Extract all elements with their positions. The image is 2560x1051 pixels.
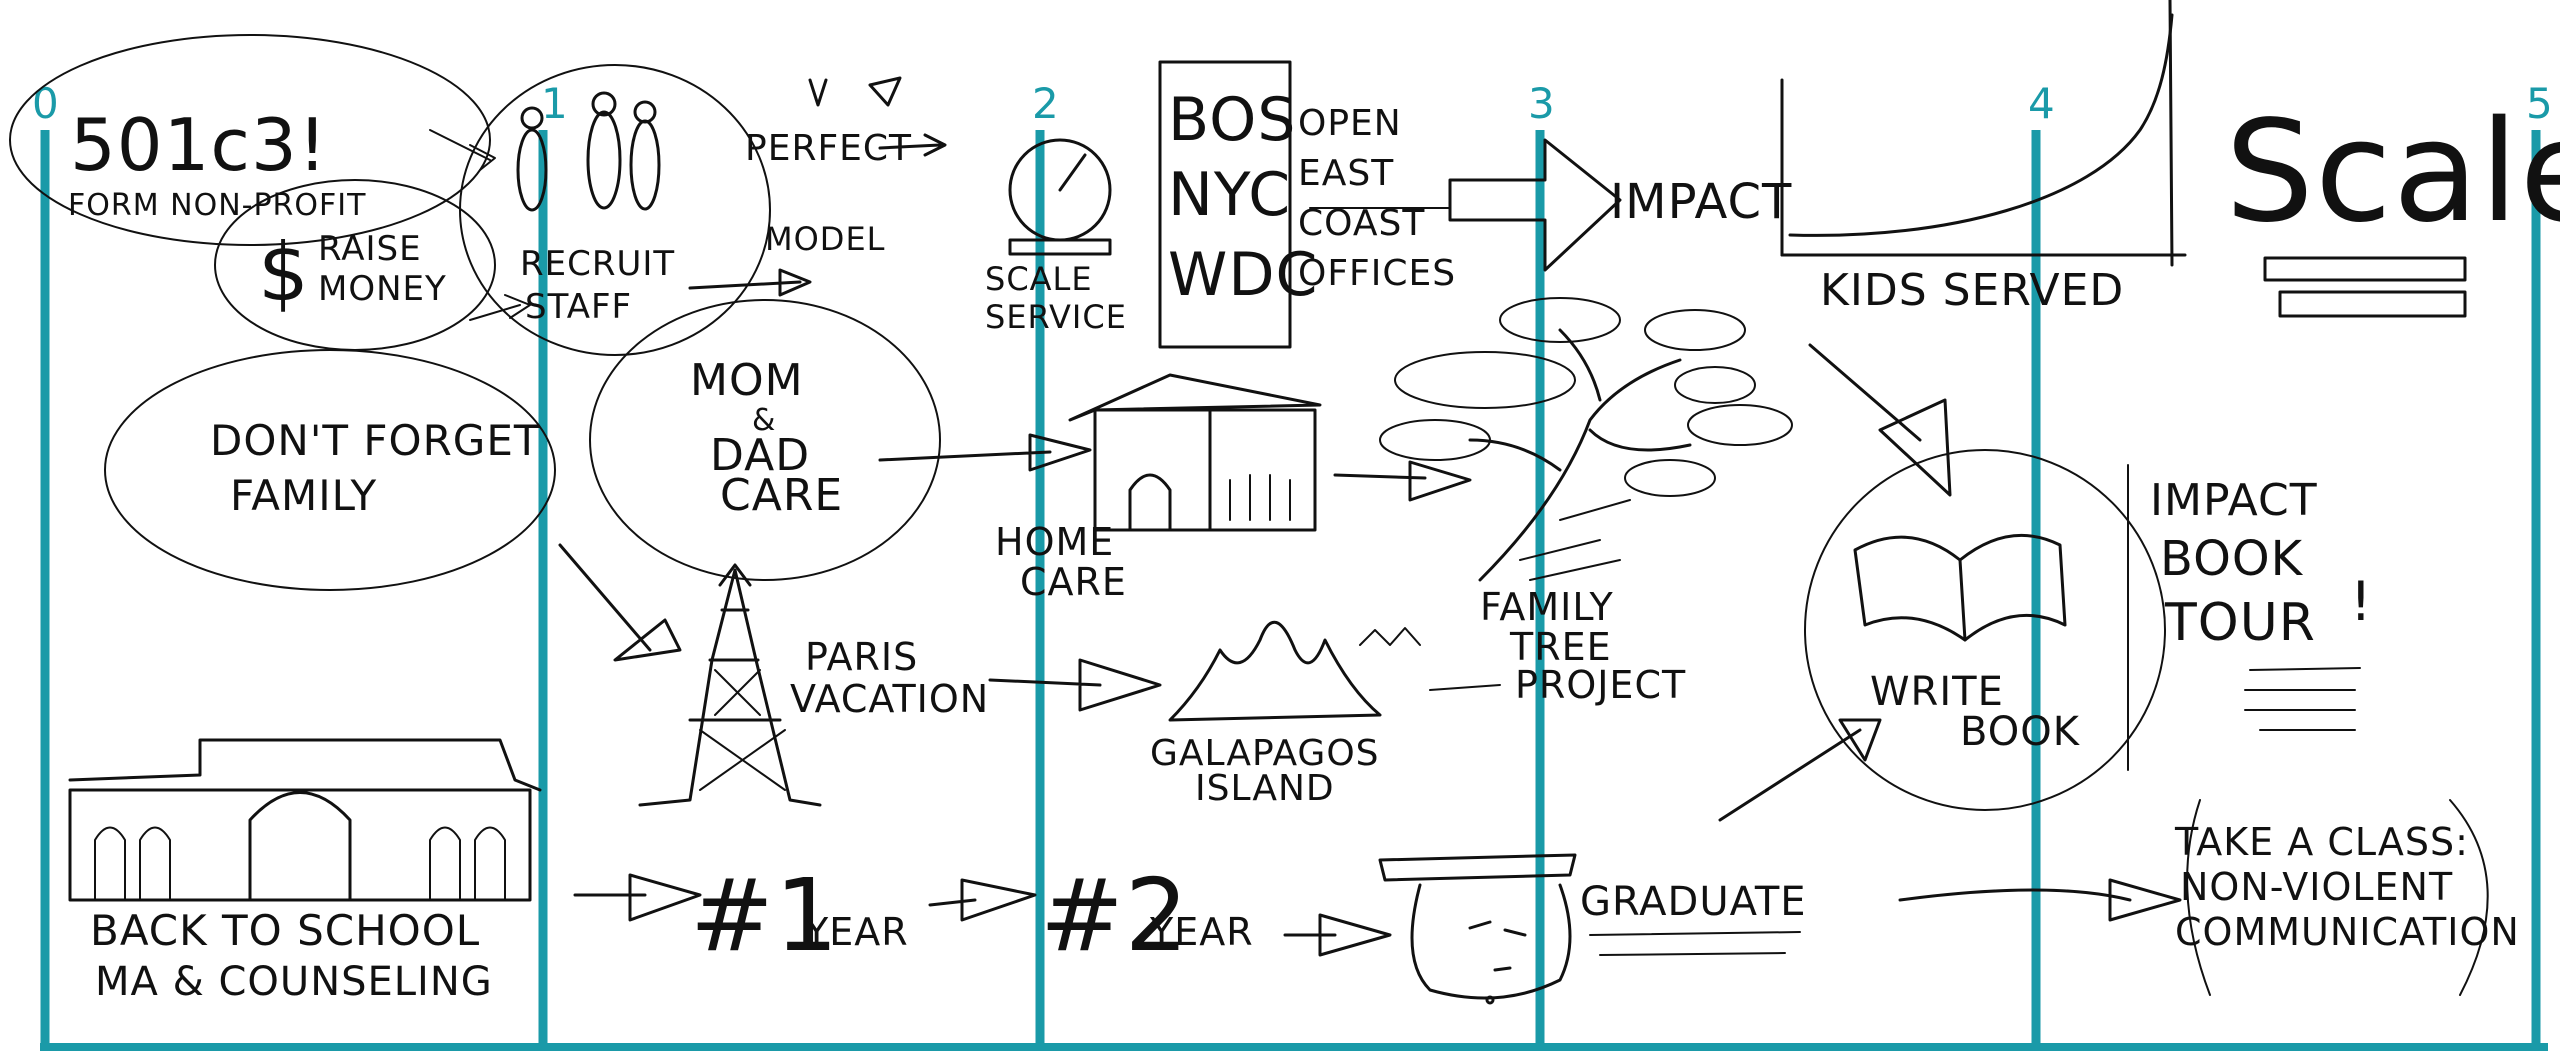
mom-dad-care-group: MOM & DAD CARE <box>590 300 940 580</box>
class-line-2: NON-VIOLENT <box>2180 865 2453 909</box>
city-nyc: NYC <box>1168 160 1291 230</box>
book-tour-line-2: BOOK <box>2160 531 2304 587</box>
arrow-icon <box>575 875 700 920</box>
recruit-staff-line-1: RECRUIT <box>520 244 675 284</box>
city-bos: BOS <box>1168 85 1296 155</box>
class-line-1: TAKE A CLASS: <box>2174 820 2469 864</box>
kids-served-label: KIDS SERVED <box>1820 265 2124 316</box>
city-wdc: WDC <box>1168 240 1318 310</box>
paris-vacation-line-1: PARIS <box>805 635 918 679</box>
arrow-icon <box>1335 462 1470 500</box>
scale-group: Scale <box>2225 91 2560 316</box>
class-line-3: COMMUNICATION <box>2175 910 2520 954</box>
class-group: TAKE A CLASS: NON-VIOLENT COMMUNICATION <box>2174 800 2520 995</box>
paris-vacation-line-2: VACATION <box>790 677 989 721</box>
tree-icon <box>1380 298 1792 580</box>
cities-group: BOS NYC WDC OPEN EAST COAST OFFICES <box>1160 62 1456 347</box>
growth-curve <box>1790 15 2172 235</box>
book-tour-group: IMPACT BOOK TOUR ! <box>2128 465 2373 770</box>
scale-underline <box>2265 258 2465 280</box>
back-to-school-line-1: BACK TO SCHOOL <box>90 906 480 955</box>
paris-vacation-group: PARIS VACATION <box>560 545 989 805</box>
galapagos-group: GALAPAGOS ISLAND <box>990 622 1500 809</box>
back-to-school-group: BACK TO SCHOOL MA & COUNSELING <box>70 740 540 1005</box>
home-care-group: HOME CARE <box>880 375 1320 604</box>
family-tree-line-3: PROJECT <box>1515 663 1686 707</box>
recruit-staff-line-2: STAFF <box>525 287 632 327</box>
school-building-icon <box>70 740 540 900</box>
kids-served-chart: KIDS SERVED <box>1782 0 2185 316</box>
mom-dad-care-line-4: CARE <box>720 470 843 521</box>
dont-forget-family-bubble <box>105 350 555 590</box>
open-offices-line-4: OFFICES <box>1298 253 1456 294</box>
arrow-icon <box>1285 915 1390 955</box>
impact-group: IMPACT <box>1450 140 1792 270</box>
dont-forget-family-group: DON'T FORGET FAMILY <box>105 350 555 590</box>
arrow-icon <box>560 545 680 660</box>
form-nonprofit-group: 501c3! FORM NON-PROFIT <box>10 35 490 245</box>
timeline-label-1: 1 <box>541 79 568 128</box>
scale-underline <box>2280 292 2465 316</box>
form-nonprofit-label: FORM NON-PROFIT <box>68 188 366 223</box>
raise-money-line-1: RAISE <box>318 229 422 269</box>
dont-forget-family-line-2: FAMILY <box>230 471 377 520</box>
dollar-icon: $ <box>258 226 310 319</box>
timeline-label-2: 2 <box>1032 79 1059 128</box>
family-tree-group: FAMILY TREE PROJECT <box>1335 298 1792 707</box>
open-offices-line-1: OPEN <box>1298 103 1402 144</box>
scale-label: Scale <box>2225 91 2560 254</box>
galapagos-line-2: ISLAND <box>1195 768 1335 809</box>
book-tour-line-3: TOUR <box>2164 593 2316 653</box>
home-care-line-2: CARE <box>1020 560 1127 604</box>
house-icon <box>1070 375 1320 530</box>
timeline-label-0: 0 <box>32 79 59 128</box>
arrow-icon <box>1810 345 1950 495</box>
home-care-line-1: HOME <box>995 520 1114 564</box>
open-offices-line-2: EAST <box>1298 153 1394 194</box>
model-label: MODEL <box>765 220 885 258</box>
timeline-label-4: 4 <box>2028 79 2055 128</box>
year-two-group: #2 YEAR <box>930 857 1254 974</box>
back-to-school-line-2: MA & COUNSELING <box>95 959 493 1005</box>
arrow-icon <box>990 660 1160 710</box>
graduate-label: GRADUATE <box>1580 879 1807 925</box>
year-one-word: YEAR <box>804 910 909 954</box>
recruit-staff-group: RECRUIT STAFF <box>460 65 770 355</box>
write-book-line-2: BOOK <box>1960 709 2081 755</box>
dont-forget-family-line-1: DON'T FORGET <box>210 416 541 465</box>
write-book-group: WRITE BOOK <box>1805 345 2165 810</box>
book-tour-line-1: IMPACT <box>2150 475 2318 526</box>
arrow-icon <box>930 880 1035 920</box>
graduate-icon <box>1380 855 1575 1003</box>
raise-money-line-2: MONEY <box>318 269 447 309</box>
mom-dad-care-line-1: MOM <box>690 355 804 406</box>
year-two-word: YEAR <box>1149 910 1254 954</box>
scale-service-line-1: SCALE <box>985 260 1093 298</box>
graduate-group: GRADUATE <box>1285 720 2180 1003</box>
arrow-icon <box>1720 720 1880 820</box>
sparkle-icon <box>870 78 900 105</box>
scale-service-group: SCALE SERVICE <box>985 140 1127 336</box>
arrow-icon <box>880 435 1090 470</box>
write-book-bubble <box>1805 450 2165 810</box>
org-501c3-label: 501c3! <box>70 103 328 187</box>
exclaim-icon: ! <box>2350 570 2373 633</box>
open-offices-line-3: COAST <box>1298 203 1425 244</box>
arrow-icon <box>1450 140 1620 270</box>
text-lines-icon <box>2245 668 2360 730</box>
island-icon <box>1170 622 1380 720</box>
family-tree-line-1: FAMILY <box>1480 585 1614 629</box>
year-one-group: #1 YEAR <box>575 857 909 974</box>
timeline-label-3: 3 <box>1528 79 1555 128</box>
sparkle-icon <box>810 80 826 105</box>
scale-service-line-2: SERVICE <box>985 298 1127 336</box>
impact-label: IMPACT <box>1610 174 1792 230</box>
